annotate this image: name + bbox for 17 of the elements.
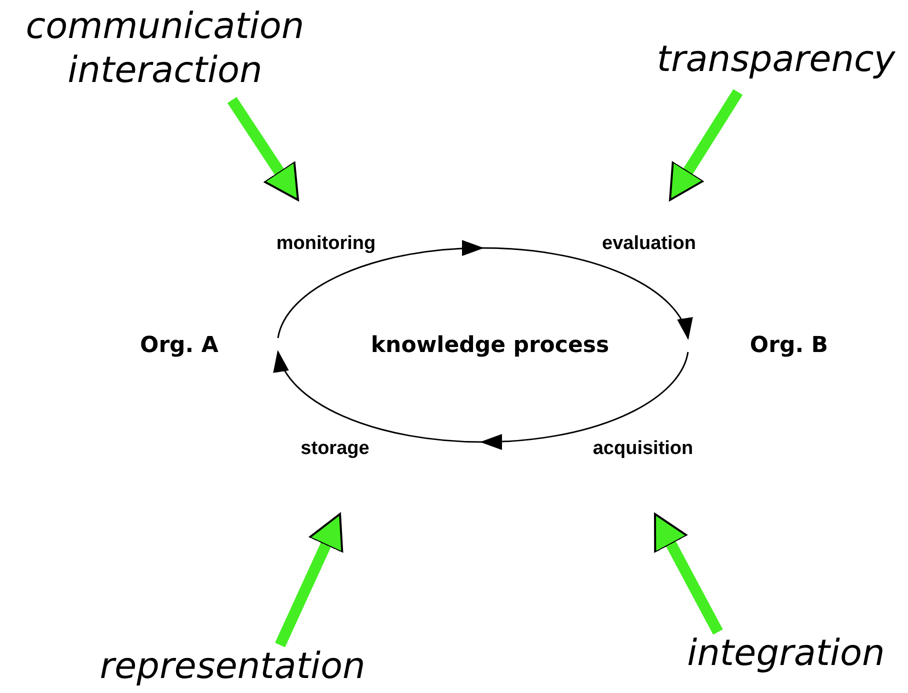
process-step-label: monitoring bbox=[276, 233, 376, 255]
influence-label: transparency bbox=[656, 38, 896, 82]
center-label: knowledge process bbox=[370, 332, 610, 358]
influence-label: representation bbox=[100, 645, 366, 689]
process-step-label: acquisition bbox=[592, 438, 694, 460]
thick-arrow bbox=[227, 96, 299, 201]
process-step-label: storage bbox=[300, 438, 370, 460]
thick-arrow bbox=[669, 89, 743, 201]
influence-label: communication interaction bbox=[24, 5, 306, 93]
organization-label: Org. B bbox=[750, 332, 828, 358]
thick-arrow bbox=[275, 513, 344, 648]
thick-arrow bbox=[654, 513, 723, 635]
organization-label: Org. A bbox=[140, 332, 218, 358]
cycle-arrow bbox=[273, 350, 689, 450]
cycle-arrow bbox=[277, 240, 693, 340]
process-step-label: evaluation bbox=[602, 233, 696, 255]
influence-label: integration bbox=[687, 632, 885, 676]
